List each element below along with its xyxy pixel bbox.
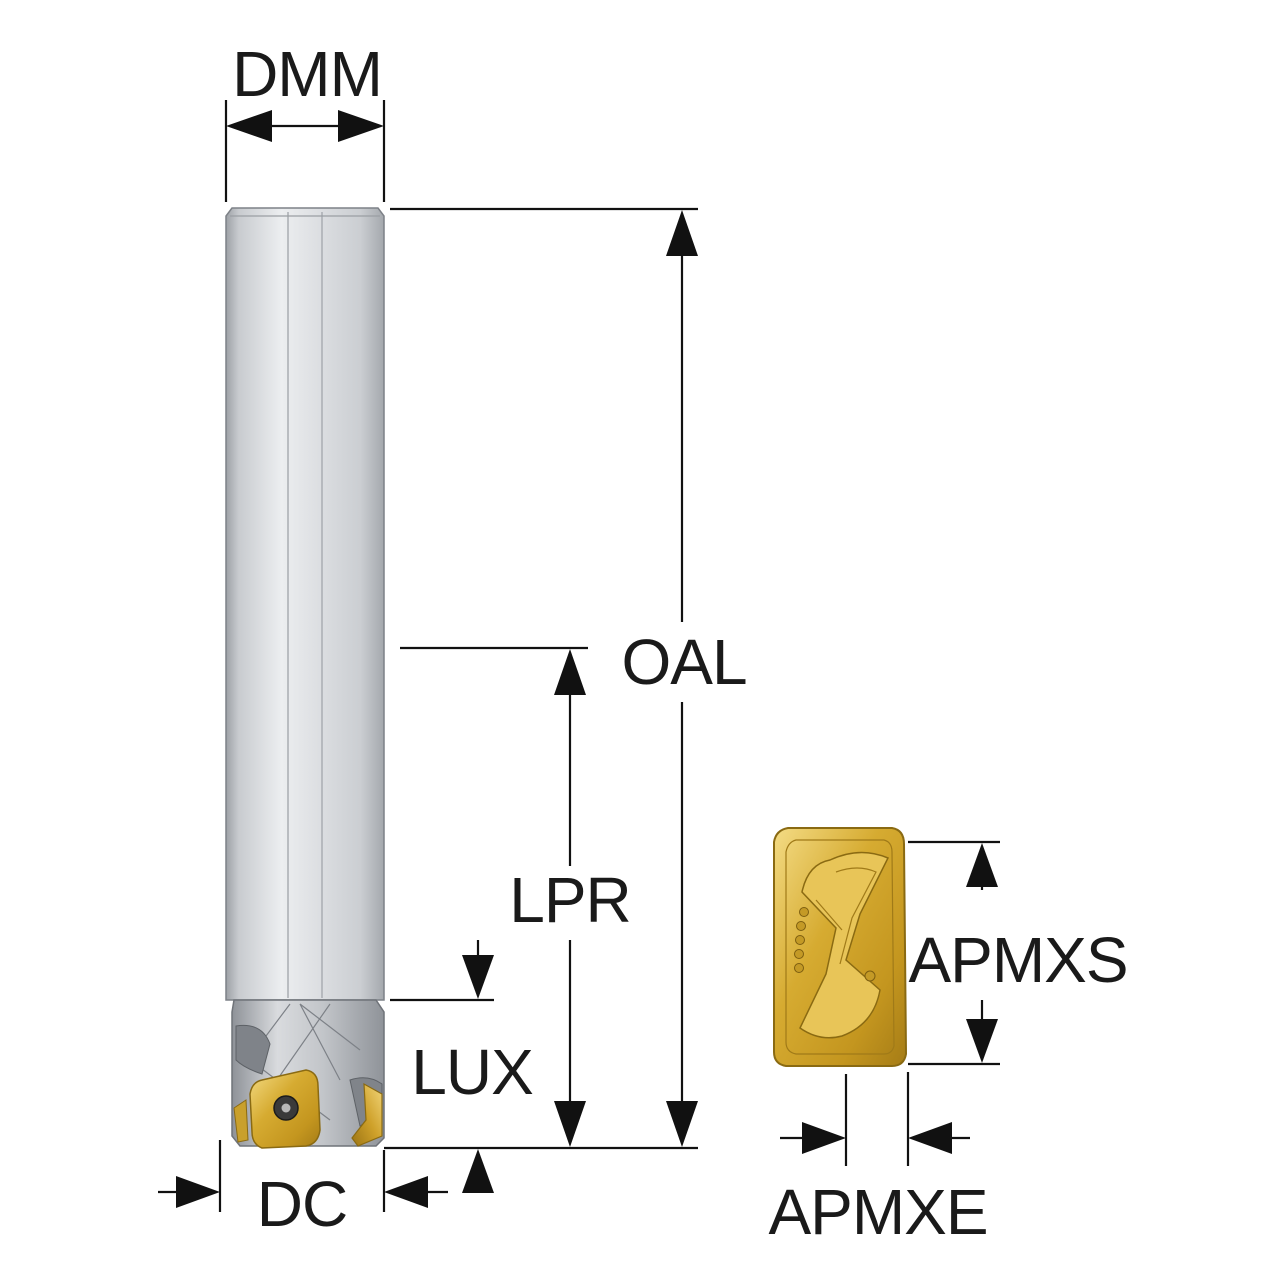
lpr-arrow-up — [554, 649, 586, 695]
end-mill-tool — [225, 207, 385, 1149]
label-apmxe: APMXE — [768, 1176, 987, 1248]
oal-arrow-up — [666, 210, 698, 256]
insert-screw-socket — [281, 1103, 291, 1113]
dc-arrow-left — [176, 1176, 220, 1208]
label-lpr: LPR — [509, 864, 631, 936]
apmxe-arrow-right — [908, 1122, 952, 1154]
label-lux: LUX — [411, 1036, 533, 1108]
shank — [225, 207, 385, 1001]
label-dc: DC — [257, 1168, 347, 1240]
label-oal: OAL — [621, 626, 746, 698]
insert-detail — [773, 827, 908, 1067]
insert-rim — [785, 839, 895, 1055]
flute-lines — [247, 1003, 361, 1121]
dc-arrow-right — [384, 1176, 428, 1208]
dmm-arrow-right — [338, 110, 384, 142]
apmxs-arrow-down — [966, 1019, 998, 1063]
label-dmm: DMM — [232, 38, 382, 110]
insert-right-edge — [351, 1082, 383, 1147]
dmm-arrow-left — [226, 110, 272, 142]
insert-chipbreaker-z — [799, 851, 890, 1039]
chip-pocket-left — [235, 1024, 271, 1075]
apmxs-arrow-up — [966, 843, 998, 887]
lux-arrow-up — [462, 1149, 494, 1193]
oal-arrow-down — [666, 1101, 698, 1147]
lpr-arrow-down — [554, 1101, 586, 1147]
dimension-labels: DMM OAL LPR LUX DC APMXS APMXE — [232, 38, 1128, 1248]
insert-chipbreaker-inner — [815, 867, 877, 965]
apmxe-arrow-left — [802, 1122, 846, 1154]
insert-dots — [794, 907, 876, 982]
label-apmxs: APMXS — [908, 924, 1127, 996]
dimension-lines — [158, 100, 1000, 1212]
lux-arrow-down — [462, 955, 494, 999]
insert-left-edge — [233, 1099, 249, 1143]
